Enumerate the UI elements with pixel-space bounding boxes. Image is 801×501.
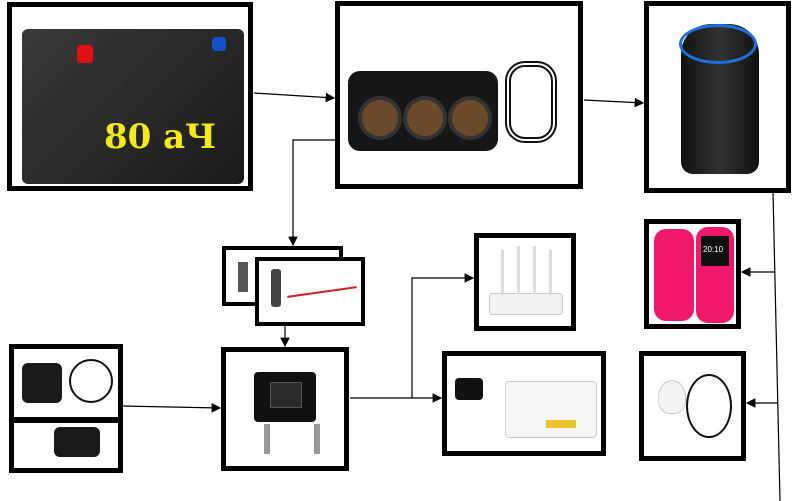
arrow-adapter-to-switch: [121, 403, 222, 413]
led-bulb-box: [639, 351, 746, 461]
wifi-router-box: [474, 233, 576, 331]
phone-screen: 20:10: [701, 236, 729, 266]
battery-box: 80 аЧ: [7, 2, 253, 191]
arrow-splitter-to-cable: [288, 139, 336, 247]
phone-time: 20:10: [703, 245, 724, 254]
rocker-switch-image: [254, 372, 316, 422]
arrow-splitter-to-charger: [583, 97, 645, 108]
socket-splitter-box: [335, 1, 583, 189]
power-adapter-box-top: [9, 344, 123, 422]
power-adapter-image: [22, 363, 62, 403]
battery-image: 80 аЧ: [22, 29, 244, 184]
wifi-router-image: [489, 293, 563, 315]
arrow-switch-to-router: [350, 273, 475, 399]
power-adapter-image-2: [54, 427, 100, 457]
socket-splitter-image: [348, 71, 498, 151]
positive-terminal: [77, 45, 93, 63]
charger-output-line: [772, 191, 781, 501]
mobile-phone-box: 20:10: [644, 219, 741, 329]
cigarette-plug-cable-box: [255, 257, 365, 326]
led-bulb-image: [658, 380, 686, 414]
arrow-battery-to-splitter: [253, 92, 336, 103]
phone-front-image: 20:10: [696, 227, 734, 323]
power-adapter-box-bottom: [9, 418, 123, 473]
phone-back-image: [654, 229, 694, 321]
usb-car-charger-box: [644, 1, 791, 193]
rocker-switch-box: [221, 347, 349, 471]
ont-adapter-image: [455, 378, 483, 400]
negative-terminal: [212, 37, 226, 51]
ont-modem-box: [442, 351, 606, 456]
battery-capacity-label: 80 аЧ: [104, 117, 217, 157]
ont-modem-image: [505, 381, 597, 438]
coiled-cable: [505, 61, 557, 143]
cigarette-plug-cable-image: [271, 269, 281, 307]
usb-car-charger-image: [679, 24, 759, 174]
